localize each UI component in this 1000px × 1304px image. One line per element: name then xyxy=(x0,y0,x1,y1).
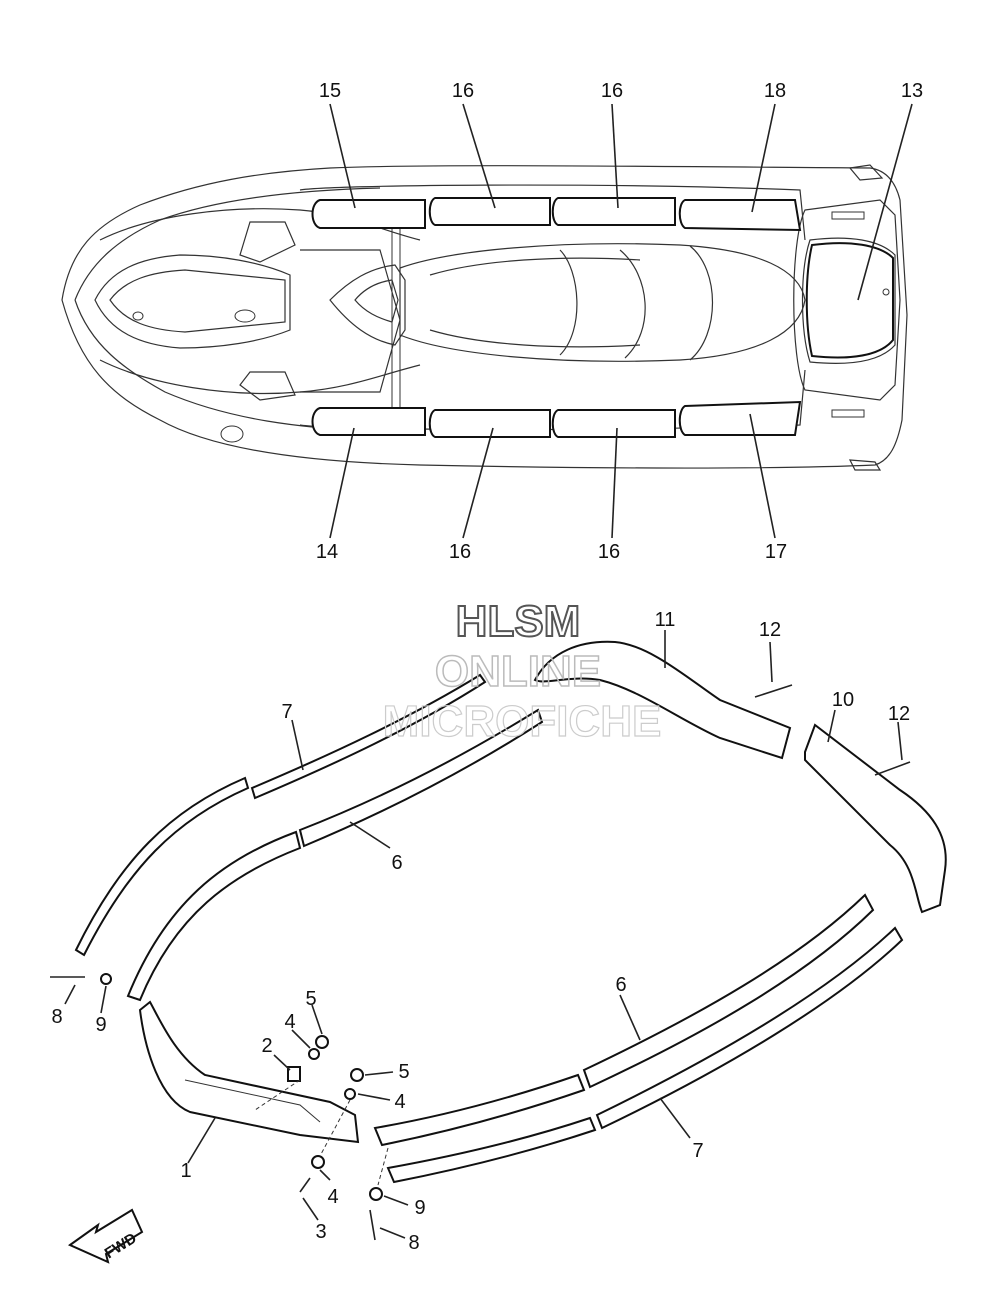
rail-7-upper xyxy=(74,776,250,957)
forward-arrow-icon xyxy=(67,1208,144,1264)
callout-13: 13 xyxy=(901,80,923,102)
callout-16: 16 xyxy=(598,541,620,563)
mat-16b xyxy=(551,197,676,226)
rail-6-lower-b xyxy=(582,893,875,1089)
mat-16d xyxy=(551,409,676,438)
callout-6: 6 xyxy=(615,974,626,996)
rail-6-lower xyxy=(373,1073,586,1147)
callout-14: 14 xyxy=(316,541,338,563)
callout-9: 9 xyxy=(414,1197,425,1219)
callout-7: 7 xyxy=(692,1140,703,1162)
mat-18 xyxy=(678,199,802,232)
watermark-line-3: MICROFICHE xyxy=(383,697,662,746)
leader-lines xyxy=(64,103,913,1239)
washer-9-left xyxy=(100,973,112,985)
callout-4: 4 xyxy=(284,1011,295,1033)
rail-7-lower-b xyxy=(595,926,904,1130)
callout-18: 18 xyxy=(764,80,786,102)
rivet-12-upper xyxy=(754,684,793,698)
watermark-line-2: ONLINE xyxy=(435,647,601,696)
callout-2: 2 xyxy=(261,1035,272,1057)
callout-17: 17 xyxy=(765,541,787,563)
watermark-line-1: HLSM xyxy=(456,597,581,646)
callout-12: 12 xyxy=(888,703,910,725)
washer-4-mid xyxy=(344,1088,356,1100)
screw-3 xyxy=(299,1177,311,1193)
forward-arrow: FWD xyxy=(67,1208,144,1264)
rivet-12-right xyxy=(874,761,911,776)
callout-15: 15 xyxy=(319,80,341,102)
washer-4-lower xyxy=(311,1155,325,1169)
rail-6-upper xyxy=(126,830,302,1002)
callout-7: 7 xyxy=(281,701,292,723)
mat-16c xyxy=(428,409,551,438)
mat-13 xyxy=(805,242,894,359)
callout-12: 12 xyxy=(759,619,781,641)
callout-3: 3 xyxy=(315,1221,326,1243)
callout-10: 10 xyxy=(832,689,854,711)
callout-9: 9 xyxy=(95,1014,106,1036)
washer-9-right xyxy=(369,1187,383,1201)
callout-5: 5 xyxy=(398,1061,409,1083)
mat-16a xyxy=(428,197,551,226)
deck-fitting-10 xyxy=(804,723,947,914)
callout-numbers: 15 16 16 18 13 14 16 16 17 11 12 10 12 7… xyxy=(51,80,923,1254)
callout-16: 16 xyxy=(449,541,471,563)
bumper-1 xyxy=(138,1000,360,1144)
rivet-8-right xyxy=(369,1209,376,1241)
callout-6: 6 xyxy=(391,852,402,874)
rail-7-upper-b xyxy=(250,673,487,800)
mat-14 xyxy=(311,407,426,436)
callout-4: 4 xyxy=(394,1091,405,1113)
callout-8: 8 xyxy=(408,1232,419,1254)
mat-17 xyxy=(678,400,802,436)
rail-6-upper-b xyxy=(298,708,544,848)
callout-11: 11 xyxy=(655,609,676,631)
callout-16: 16 xyxy=(601,80,623,102)
washer-4-upper xyxy=(308,1048,320,1060)
mat-15 xyxy=(311,199,426,229)
gunwale-parts xyxy=(50,640,947,1241)
deck-fitting-11 xyxy=(533,640,792,760)
nut-5-upper xyxy=(315,1035,329,1049)
callout-8: 8 xyxy=(51,1006,62,1028)
nut-5-lower xyxy=(350,1068,364,1082)
callout-4: 4 xyxy=(327,1186,338,1208)
rail-7-lower xyxy=(386,1116,597,1184)
callout-1: 1 xyxy=(180,1160,191,1182)
deck-mats-top xyxy=(311,197,894,438)
bolt-2 xyxy=(287,1066,301,1082)
callout-5: 5 xyxy=(305,988,316,1010)
watermark: HLSM ONLINE MICROFICHE xyxy=(382,596,662,747)
callout-16: 16 xyxy=(452,80,474,102)
